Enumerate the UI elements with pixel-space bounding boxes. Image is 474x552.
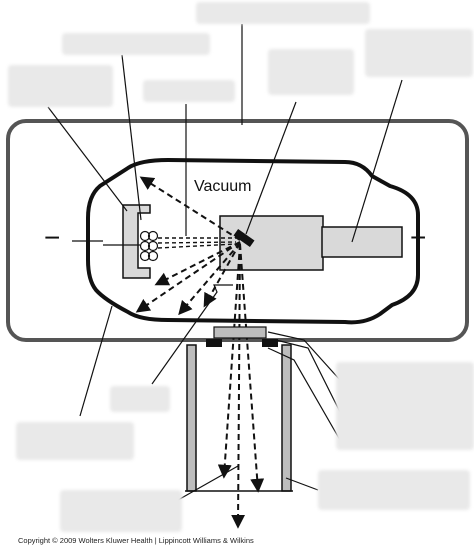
collimator <box>185 344 293 492</box>
filament-coil <box>139 230 159 262</box>
label-placeholder <box>365 29 473 77</box>
label-placeholder <box>62 33 210 55</box>
leader-lines <box>47 24 403 501</box>
collimator-shutter-right <box>262 339 278 347</box>
cathode-focusing-cup <box>122 204 151 279</box>
label-placeholder <box>110 386 170 412</box>
label-placeholder <box>268 49 354 95</box>
label-placeholder <box>60 490 182 532</box>
label-placeholder <box>16 422 134 460</box>
negative-terminal-sign: − <box>44 222 61 253</box>
label-placeholder <box>318 470 470 510</box>
label-placeholder <box>143 80 235 102</box>
vacuum-label: Vacuum <box>194 178 252 195</box>
collimator-shutter-left <box>206 339 222 347</box>
electron-stream <box>157 237 237 249</box>
primary-beam <box>217 243 265 529</box>
anode-stem <box>321 226 403 258</box>
tube-port-filter <box>213 326 267 339</box>
label-placeholder <box>196 2 370 24</box>
glass-envelope <box>86 157 420 325</box>
label-placeholder <box>8 65 113 107</box>
tungsten-target <box>233 228 255 248</box>
positive-terminal-sign: + <box>410 222 427 253</box>
scattered-xrays <box>135 176 241 316</box>
copyright-notice: Copyright © 2009 Wolters Kluwer Health |… <box>18 536 254 545</box>
label-placeholder <box>336 362 474 450</box>
anode-block <box>219 215 324 271</box>
tube-housing <box>6 119 469 342</box>
